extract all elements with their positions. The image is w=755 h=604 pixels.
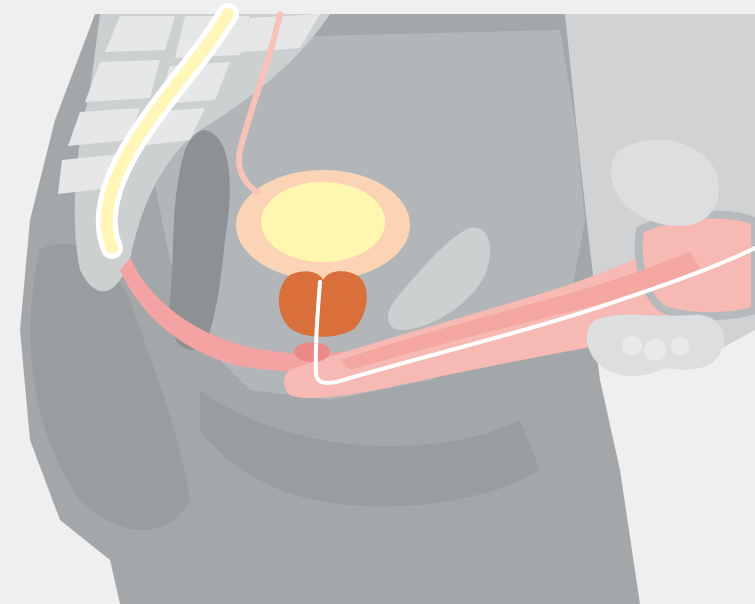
urethral-sphincter bbox=[294, 342, 330, 362]
testicle-detail-1 bbox=[622, 336, 642, 356]
prostate bbox=[279, 271, 367, 337]
testicle-detail-3 bbox=[671, 337, 689, 355]
bladder-inner bbox=[261, 182, 385, 262]
testicle-detail-2 bbox=[644, 339, 666, 361]
